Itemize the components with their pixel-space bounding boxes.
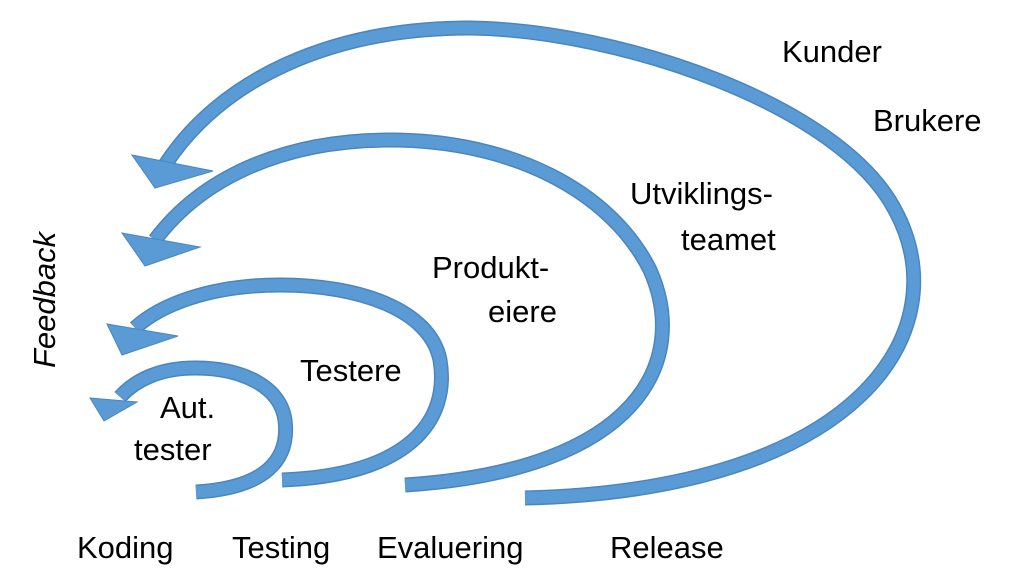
loop-label-produkt: Produkt-: [432, 250, 549, 285]
feedback-arrow-utviklingsteamet: [120, 132, 670, 493]
loop-label-aut: Aut.: [160, 390, 215, 425]
feedback-arrow-aut-tester: [89, 360, 294, 500]
stage-label-koding: Koding: [77, 530, 174, 565]
stage-label-release: Release: [610, 530, 724, 565]
loop-label-tester: tester: [134, 432, 212, 467]
loop-label-utviklings: Utviklings-: [630, 176, 773, 211]
arrowhead-icon: [130, 154, 214, 189]
loop-label-kunder: Kunder: [782, 34, 882, 69]
loop-label-teamet: teamet: [681, 222, 776, 257]
feedback-arrow-kunder-brukere: [130, 20, 922, 506]
feedback-axis-label: Feedback: [27, 230, 62, 368]
stage-label-evaluering: Evaluering: [377, 530, 523, 565]
feedback-arrow-testere: [106, 277, 449, 488]
arrowhead-icon: [89, 397, 139, 422]
arrowhead-icon: [106, 323, 179, 356]
loop-label-eiere: eiere: [488, 294, 557, 329]
loop-label-testere: Testere: [300, 353, 402, 388]
stage-label-testing: Testing: [232, 530, 330, 565]
loop-label-brukere: Brukere: [873, 103, 982, 138]
arrowhead-icon: [120, 232, 202, 267]
